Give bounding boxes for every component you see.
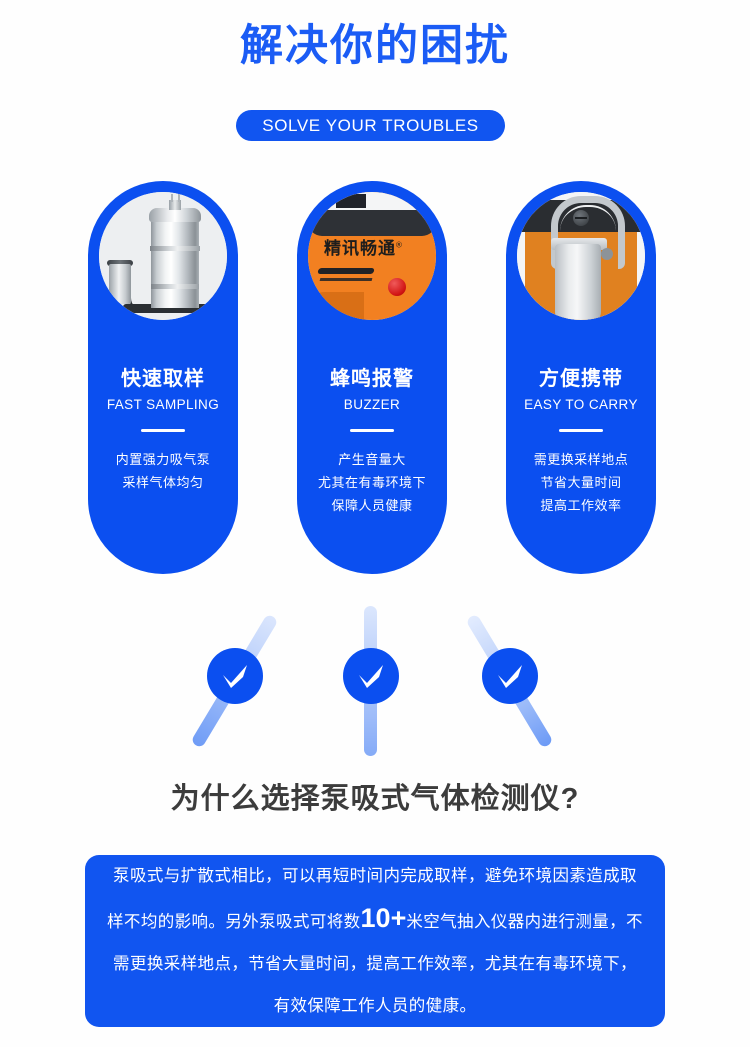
feature-desc-line: 采样气体均匀 bbox=[122, 474, 204, 490]
paragraph-part-2: 米空气抽入仪器内进行测量，不需更换采样地点，节省大量时间，提高工作效率，尤其在有… bbox=[113, 913, 643, 1015]
brand-logo-text: 精讯畅通 bbox=[324, 239, 396, 258]
feature-desc-line: 内置强力吸气泵 bbox=[115, 451, 211, 467]
divider bbox=[141, 428, 185, 432]
registered-trademark-icon: ® bbox=[396, 240, 403, 250]
paragraph-part-1: 泵吸式与扩散式相比，可以再短时间内完成取样，避免环境因素造成取样不均的影响。另外… bbox=[107, 867, 637, 931]
divider bbox=[350, 428, 394, 432]
feature-card-description: 产生音量大 尤其在有毒环境下 保障人员健康 bbox=[318, 448, 426, 517]
check-icon bbox=[207, 648, 263, 704]
feature-card-subtitle: EASY TO CARRY bbox=[524, 397, 638, 412]
feature-card-subtitle: FAST SAMPLING bbox=[106, 397, 220, 412]
subtitle-badge: SOLVE YOUR TROUBLES bbox=[236, 110, 505, 141]
checkmark-item bbox=[310, 596, 430, 766]
feature-card-fast-sampling[interactable]: 快速取样 FAST SAMPLING 内置强力吸气泵 采样气体均匀 bbox=[88, 181, 238, 574]
feature-desc-line: 节省大量时间 bbox=[540, 474, 622, 490]
feature-card-description: 内置强力吸气泵 采样气体均匀 bbox=[116, 448, 211, 494]
feature-card-list: 快速取样 FAST SAMPLING 内置强力吸气泵 采样气体均匀 精讯畅通® … bbox=[0, 181, 750, 575]
section-heading: 为什么选择泵吸式气体检测仪? bbox=[170, 783, 580, 815]
product-photo-sampling-probe bbox=[99, 192, 227, 320]
brand-logo: 精讯畅通® bbox=[324, 240, 424, 257]
feature-card-buzzer[interactable]: 精讯畅通® 蜂鸣报警 BUZZER 产生音量大 尤其在有毒环境下 保障人员健康 bbox=[297, 181, 447, 574]
explanation-paragraph: 泵吸式与扩散式相比，可以再短时间内完成取样，避免环境因素造成取样不均的影响。另外… bbox=[107, 855, 643, 1027]
alarm-button-icon bbox=[388, 278, 406, 296]
product-photo-detector-panel: 精讯畅通® bbox=[308, 192, 436, 320]
feature-card-easy-to-carry[interactable]: 方便携带 EASY TO CARRY 需更换采样地点 节省大量时间 提高工作效率 bbox=[506, 181, 656, 574]
checkmark-item bbox=[449, 596, 569, 766]
feature-card-subtitle: BUZZER bbox=[343, 397, 401, 412]
check-icon bbox=[343, 648, 399, 704]
paragraph-emphasis: 10+ bbox=[360, 903, 407, 933]
checkmark-item bbox=[174, 596, 294, 766]
check-icon bbox=[482, 648, 538, 704]
feature-card-title: 快速取样 bbox=[121, 368, 205, 390]
subtitle-badge-label: SOLVE YOUR TROUBLES bbox=[262, 116, 479, 135]
page-title: 解决你的困扰 bbox=[240, 22, 510, 70]
feature-card-title: 蜂鸣报警 bbox=[330, 368, 414, 390]
product-photo-carry-clip bbox=[517, 192, 645, 320]
feature-card-description: 需更换采样地点 节省大量时间 提高工作效率 bbox=[534, 448, 629, 517]
feature-desc-line: 保障人员健康 bbox=[331, 497, 413, 513]
feature-desc-line: 提高工作效率 bbox=[540, 497, 622, 513]
checkmark-group bbox=[0, 596, 750, 766]
explanation-panel: 泵吸式与扩散式相比，可以再短时间内完成取样，避免环境因素造成取样不均的影响。另外… bbox=[85, 855, 665, 1027]
feature-desc-line: 需更换采样地点 bbox=[533, 451, 629, 467]
feature-desc-line: 尤其在有毒环境下 bbox=[317, 474, 426, 490]
feature-card-title: 方便携带 bbox=[539, 368, 623, 390]
feature-desc-line: 产生音量大 bbox=[338, 451, 406, 467]
divider bbox=[559, 428, 603, 432]
